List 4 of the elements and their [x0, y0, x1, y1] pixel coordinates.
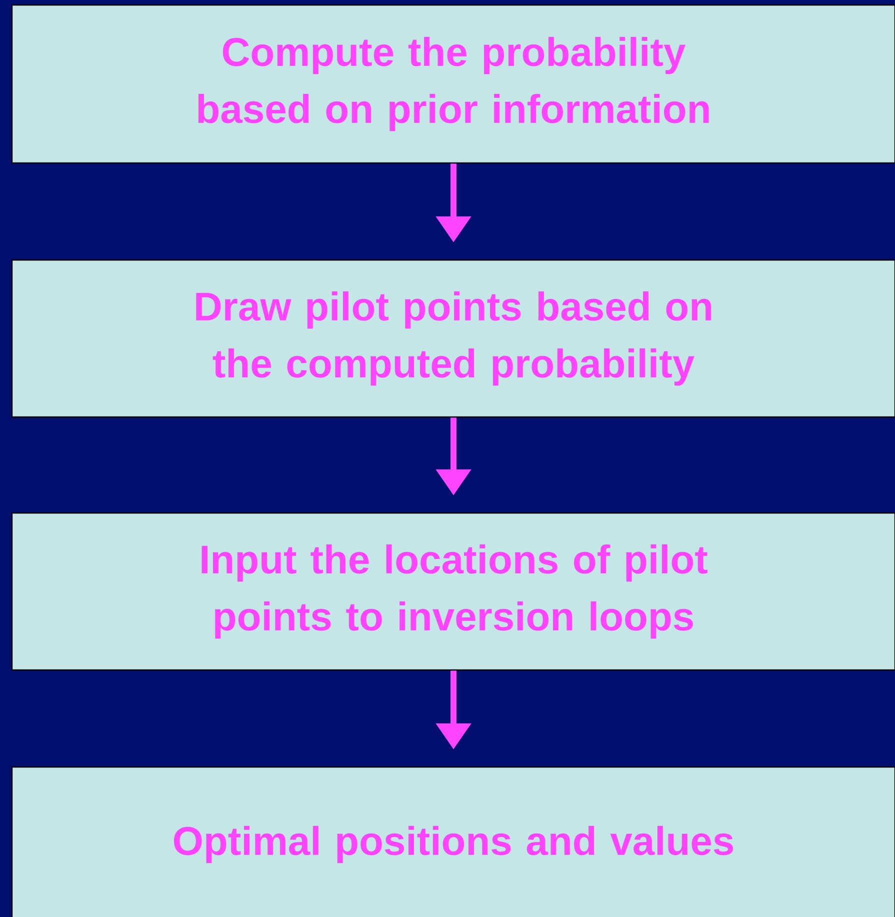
process-box: Input the locations of pilot points to inversion loops [11, 512, 895, 671]
process-box: Compute the probability based on prior information [11, 4, 895, 164]
process-box: Draw pilot points based on the computed probability [11, 259, 895, 418]
process-box: Optimal positions and values [11, 766, 895, 917]
